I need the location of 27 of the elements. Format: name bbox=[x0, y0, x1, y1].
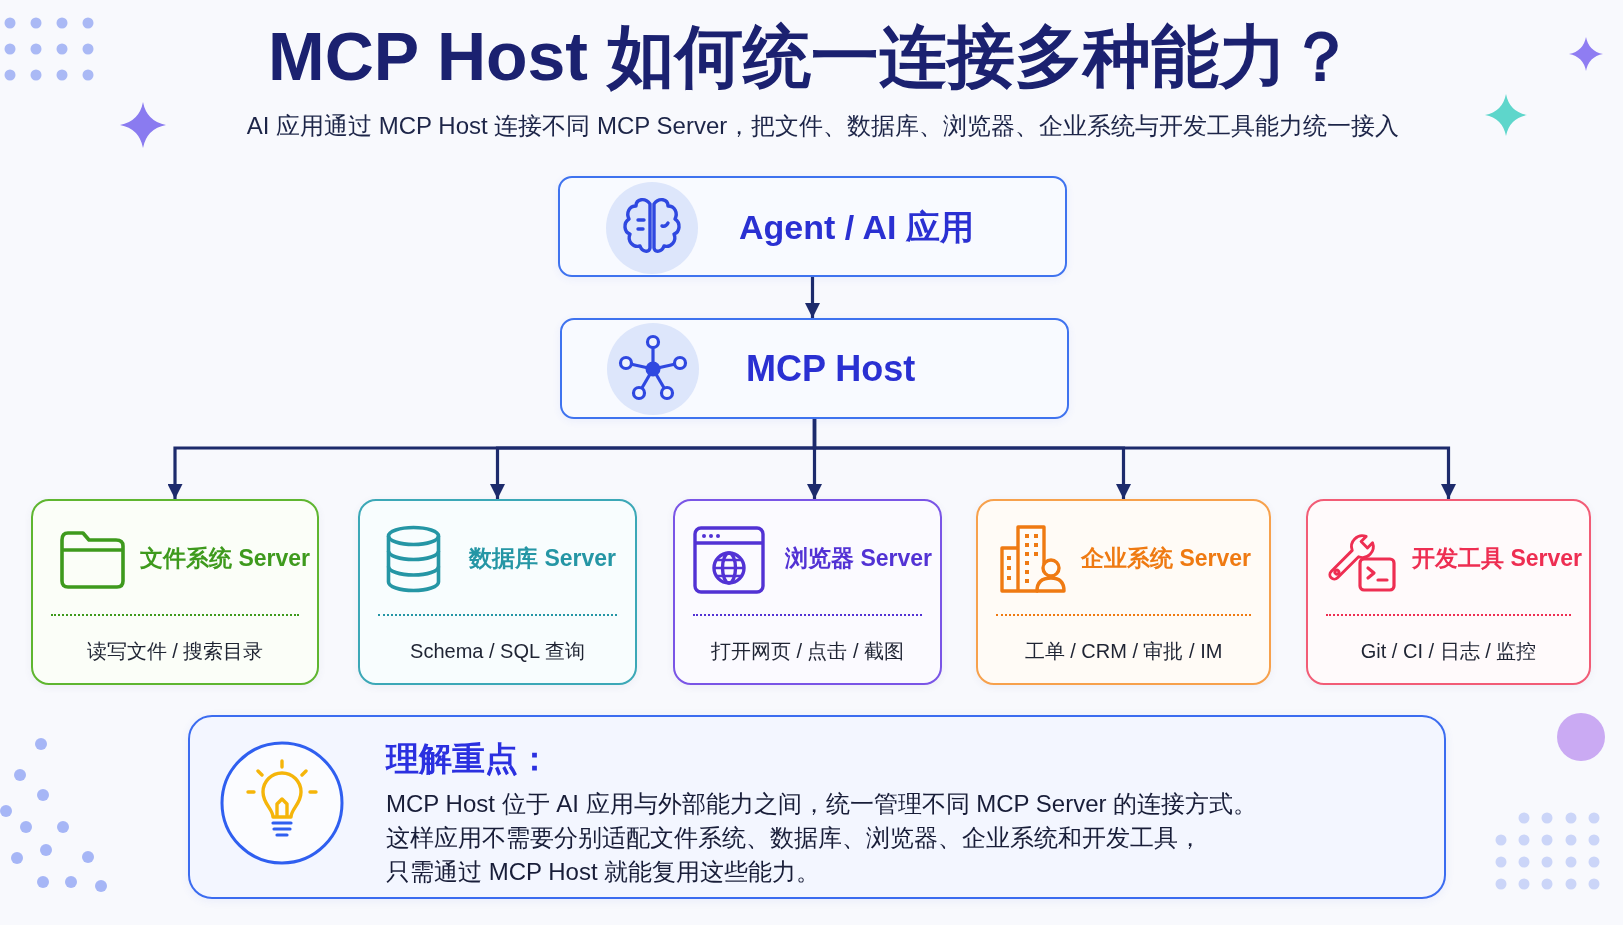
card-description: Schema / SQL 查询 bbox=[410, 639, 585, 664]
diagram-title: MCP Host 如何统一连接多种能力？ bbox=[268, 17, 1355, 96]
note-panel bbox=[188, 715, 1446, 899]
node-title: MCP Host bbox=[746, 346, 916, 391]
card-description: 打开网页 / 点击 / 截图 bbox=[710, 639, 905, 664]
arrow-connector bbox=[812, 419, 1456, 499]
arrow-connector bbox=[805, 277, 820, 318]
host-box bbox=[560, 318, 1069, 419]
node-title: Agent / AI 应用 bbox=[739, 206, 974, 247]
card-title: 文件系统 Server bbox=[140, 544, 310, 572]
note-heading: 理解重点： bbox=[386, 739, 551, 779]
card-description: Git / CI / 日志 / 监控 bbox=[1360, 639, 1537, 664]
server-card bbox=[673, 499, 942, 685]
subtitle: AI 应用通过 MCP Host 连接不同 MCP Server，把文件、数据库、浏览器、企业系统与开发工具能力统一接入 bbox=[246, 111, 1400, 141]
server-card bbox=[31, 499, 319, 685]
note-text: MCP Host 位于 AI 应用与外部能力之间，统一管理不同 MCP Server 的连接方式。 bbox=[386, 789, 1259, 819]
card-title: 开发工具 Server bbox=[1412, 544, 1582, 572]
card-description: 工单 / CRM / 审批 / IM bbox=[1024, 639, 1223, 664]
app-box bbox=[558, 176, 1067, 277]
card-description: 读写文件 / 搜索目录 bbox=[86, 639, 264, 664]
card-title: 浏览器 Server bbox=[785, 544, 932, 572]
note-text: 这样应用不需要分别适配文件系统、数据库、浏览器、企业系统和开发工具，只需通过 MCP Host 就能复用这些能力。 bbox=[386, 823, 1203, 887]
server-card bbox=[358, 499, 637, 685]
server-card bbox=[1306, 499, 1591, 685]
server-card bbox=[976, 499, 1271, 685]
card-title: 企业系统 Server bbox=[1081, 544, 1251, 572]
card-title: 数据库 Server bbox=[469, 544, 616, 572]
